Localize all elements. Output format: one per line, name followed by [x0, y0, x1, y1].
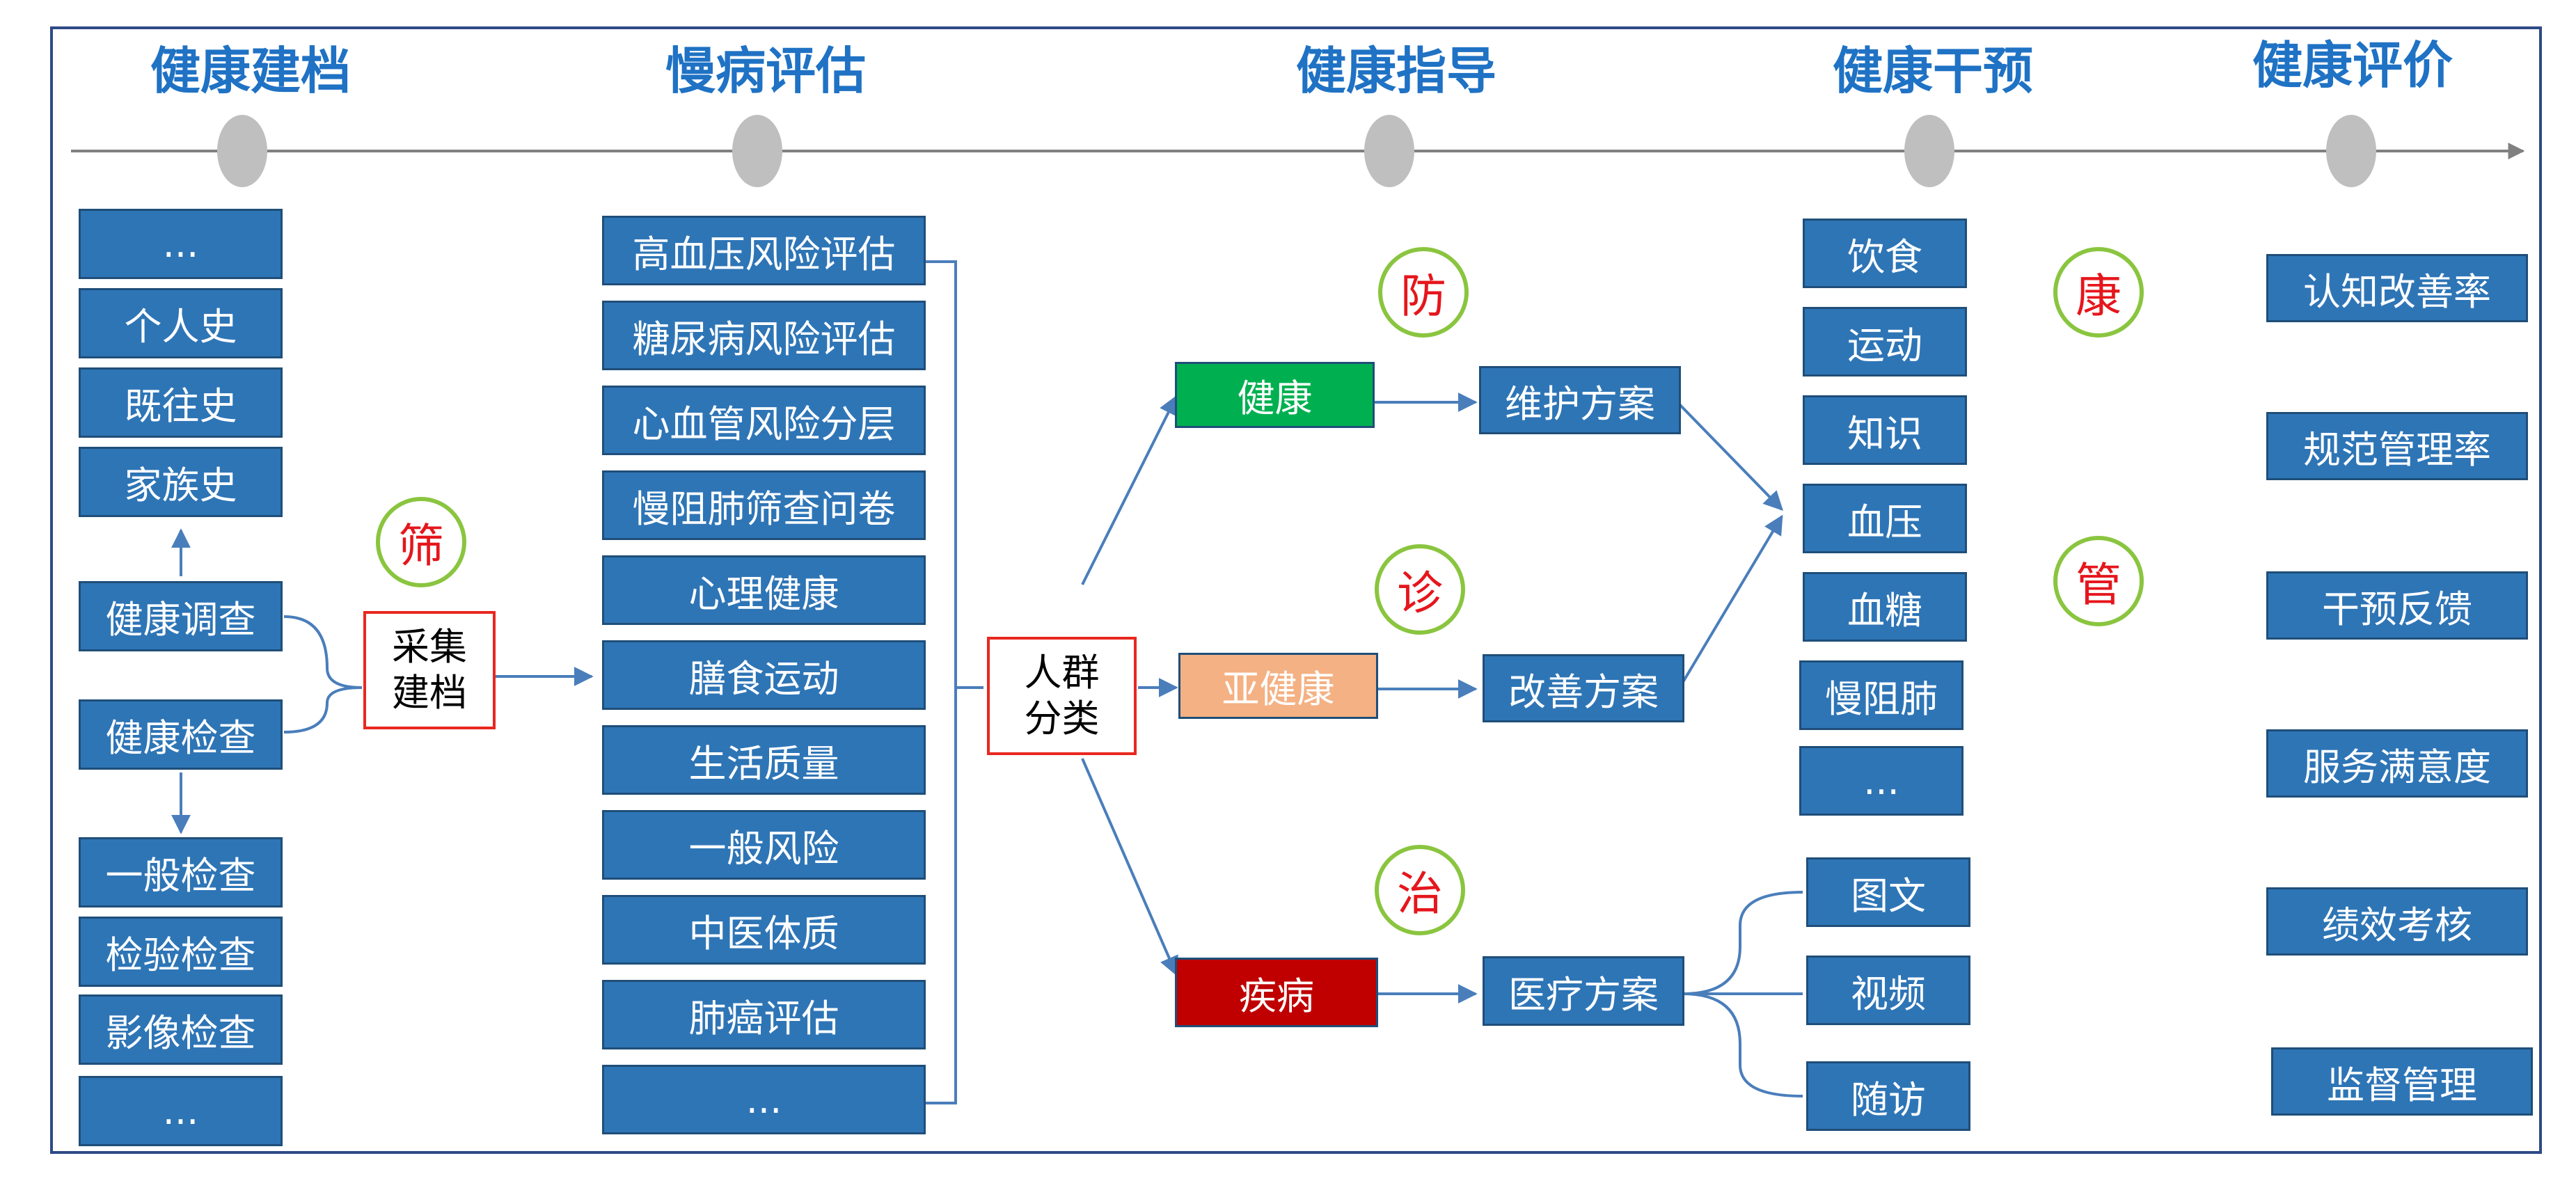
assessment-item: 心血管风险分层 [602, 386, 926, 455]
classify-line-1: 人群 [1024, 651, 1100, 695]
intervention-item: 运动 [1803, 307, 1967, 377]
exam-item: 一般检查 [79, 837, 283, 907]
timeline-node-intervention [1904, 115, 1954, 187]
timeline-node-assessment [732, 115, 782, 187]
health-survey-box: 健康调查 [79, 581, 283, 651]
assessment-item: ... [602, 1065, 926, 1134]
assess-bracket [926, 260, 983, 1104]
media-item: 视频 [1806, 956, 1970, 1025]
group-healthy: 健康 [1175, 362, 1375, 428]
stage-title-intervention: 健康干预 [1832, 42, 2033, 100]
assessment-item: 膳食运动 [602, 640, 926, 710]
evaluation-item: 监督管理 [2271, 1047, 2533, 1116]
exam-item: 检验检查 [79, 917, 283, 987]
timeline-node-guidance [1364, 115, 1414, 187]
assessment-item: 糖尿病风险评估 [602, 301, 926, 370]
evaluation-item: 规范管理率 [2266, 412, 2528, 480]
classify-line-2: 分类 [1024, 697, 1100, 740]
badge-manage: 管 [2053, 536, 2144, 626]
diagram-frame [50, 26, 2542, 1154]
collect-line-2: 建档 [392, 671, 467, 715]
arrow-to-healthy [1081, 395, 1178, 585]
stage-title-assessment: 慢病评估 [665, 42, 866, 100]
timeline-node-archive [217, 115, 267, 187]
exam-item: 影像检查 [79, 994, 283, 1065]
stage-title-guidance: 健康指导 [1295, 42, 1496, 100]
assessment-item: 高血压风险评估 [602, 216, 926, 285]
intervention-item: 饮食 [1803, 219, 1967, 288]
arrow-improve-interv [1682, 514, 1783, 683]
bracket-to-collect [283, 615, 363, 734]
arrow-maintain-interv [1676, 401, 1783, 512]
stage-title-evaluation: 健康评价 [2252, 36, 2453, 95]
media-item: 图文 [1806, 857, 1970, 927]
plan-improve: 改善方案 [1483, 654, 1684, 722]
crowd-classify-box: 人群分类 [987, 637, 1137, 755]
badge-prevent: 防 [1378, 247, 1469, 338]
health-exam-box: 健康检查 [79, 699, 283, 770]
history-item: ... [79, 209, 283, 279]
assessment-item: 中医体质 [602, 895, 926, 965]
badge-health: 康 [2053, 247, 2144, 338]
plan-maintain: 维护方案 [1479, 366, 1681, 434]
badge-treat: 治 [1375, 845, 1465, 935]
history-item: 家族史 [79, 447, 283, 517]
intervention-item: 血糖 [1803, 572, 1967, 642]
plan-medical: 医疗方案 [1483, 956, 1684, 1026]
evaluation-item: 干预反馈 [2266, 571, 2528, 640]
badge-screen: 筛 [376, 497, 466, 587]
timeline-node-evaluation [2326, 115, 2376, 187]
evaluation-item: 绩效考核 [2266, 887, 2528, 956]
exam-item: ... [79, 1076, 283, 1146]
evaluation-item: 服务满意度 [2266, 729, 2528, 798]
assessment-item: 生活质量 [602, 725, 926, 795]
intervention-item: ... [1799, 746, 1963, 816]
media-bracket [1682, 891, 1803, 1097]
intervention-item: 知识 [1803, 395, 1967, 465]
assessment-item: 肺癌评估 [602, 980, 926, 1049]
assessment-item: 一般风险 [602, 810, 926, 880]
arrow-to-disease [1081, 758, 1178, 976]
group-disease: 疾病 [1175, 958, 1378, 1027]
evaluation-item: 认知改善率 [2266, 254, 2528, 322]
media-item: 随访 [1806, 1061, 1970, 1131]
history-item: 既往史 [79, 367, 283, 438]
collect-line-1: 采集 [392, 625, 467, 669]
group-subhealthy: 亚健康 [1178, 653, 1378, 719]
assessment-item: 心理健康 [602, 555, 926, 625]
history-item: 个人史 [79, 288, 283, 358]
assessment-item: 慢阻肺筛查问卷 [602, 470, 926, 540]
collect-archive-box: 采集建档 [363, 611, 496, 729]
stage-title-archive: 健康建档 [150, 42, 351, 100]
intervention-item: 慢阻肺 [1799, 660, 1963, 730]
badge-diagnose: 诊 [1375, 544, 1465, 635]
intervention-item: 血压 [1803, 484, 1967, 553]
